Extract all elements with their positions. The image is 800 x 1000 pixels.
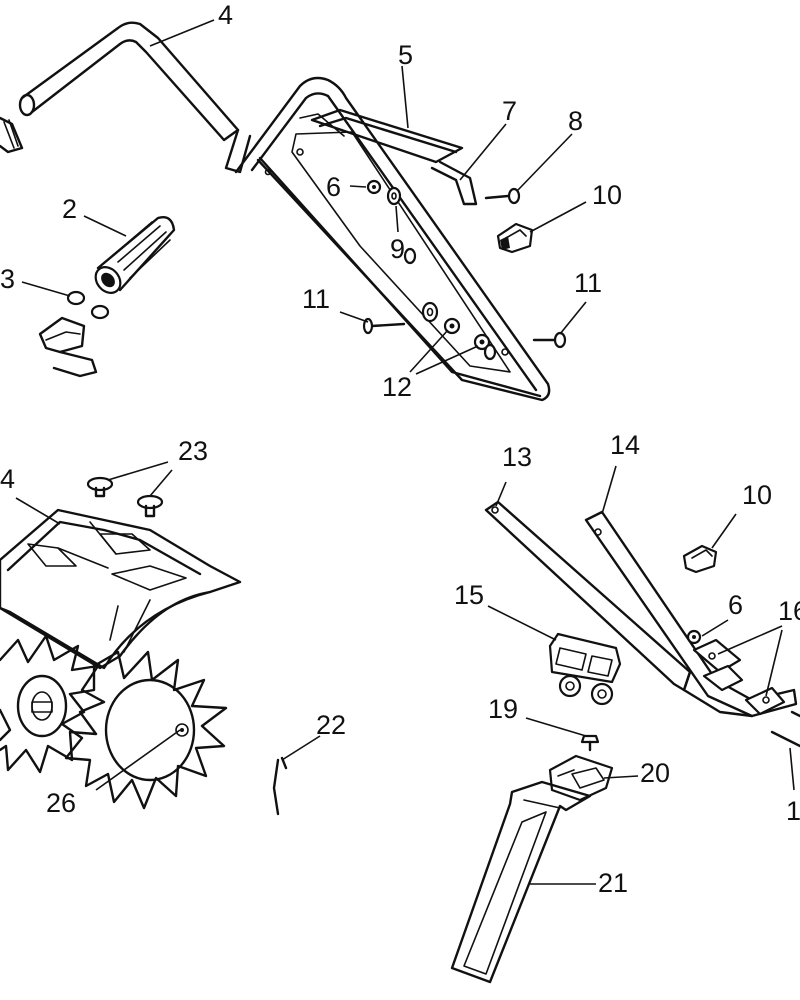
washer-9 [386, 186, 417, 265]
switch-housing [548, 632, 622, 706]
callout-labels: 4 5 7 8 6 10 2 9 3 11 11 12 23 4 13 14 1… [0, 0, 800, 898]
bracket-plate [310, 108, 478, 206]
nut-6a [366, 179, 382, 195]
callout-22: 22 [316, 710, 346, 740]
callout-3: 3 [0, 264, 15, 294]
caps-23 [86, 476, 164, 518]
callout-23: 23 [178, 436, 208, 466]
callout-14: 14 [610, 430, 640, 460]
callout-9: 9 [390, 234, 405, 264]
bolt-11a [362, 317, 406, 335]
handlebar-tube [18, 21, 252, 174]
callout-11-left: 11 [302, 284, 330, 314]
screw-19 [580, 734, 600, 752]
bolt-11b [532, 331, 567, 349]
callout-5: 5 [398, 40, 413, 70]
clip-10a [496, 222, 534, 254]
bolt-8 [484, 187, 521, 205]
callout-7: 7 [502, 96, 517, 126]
callout-6-lower: 6 [728, 590, 743, 620]
callout-19: 19 [488, 694, 518, 724]
callout-6-upper: 6 [326, 172, 341, 202]
callout-12: 12 [382, 372, 412, 402]
callout-15: 15 [454, 580, 484, 610]
callout-21: 21 [598, 868, 628, 898]
callout-26: 26 [46, 788, 76, 818]
handle-frame [234, 76, 551, 402]
rod-1 [770, 710, 800, 748]
pin-22 [272, 756, 288, 816]
grip-end-left [0, 116, 24, 154]
clip-10b [682, 544, 718, 574]
washers-12 [421, 301, 497, 361]
rubber-grip [94, 216, 176, 294]
callout-11-right: 11 [574, 268, 602, 298]
leader-lines [15, 19, 795, 885]
callout-8: 8 [568, 106, 583, 136]
callout-16: 16 [778, 596, 800, 626]
lower-handle-arm-14 [584, 510, 798, 718]
callout-1: 1 [786, 796, 800, 826]
nut-6b [686, 629, 702, 645]
callout-20: 20 [640, 758, 670, 788]
callout-4-handlebar: 4 [218, 0, 233, 30]
throttle-lever-parts [38, 290, 110, 378]
callout-10-lower: 10 [742, 480, 772, 510]
tines [0, 634, 228, 810]
tine-shield [0, 508, 242, 670]
brackets-16 [692, 638, 786, 716]
callout-13: 13 [502, 442, 532, 472]
callout-4-shield: 4 [0, 464, 15, 494]
control-lever [450, 780, 592, 984]
callout-10-upper: 10 [592, 180, 622, 210]
callout-2: 2 [62, 194, 77, 224]
